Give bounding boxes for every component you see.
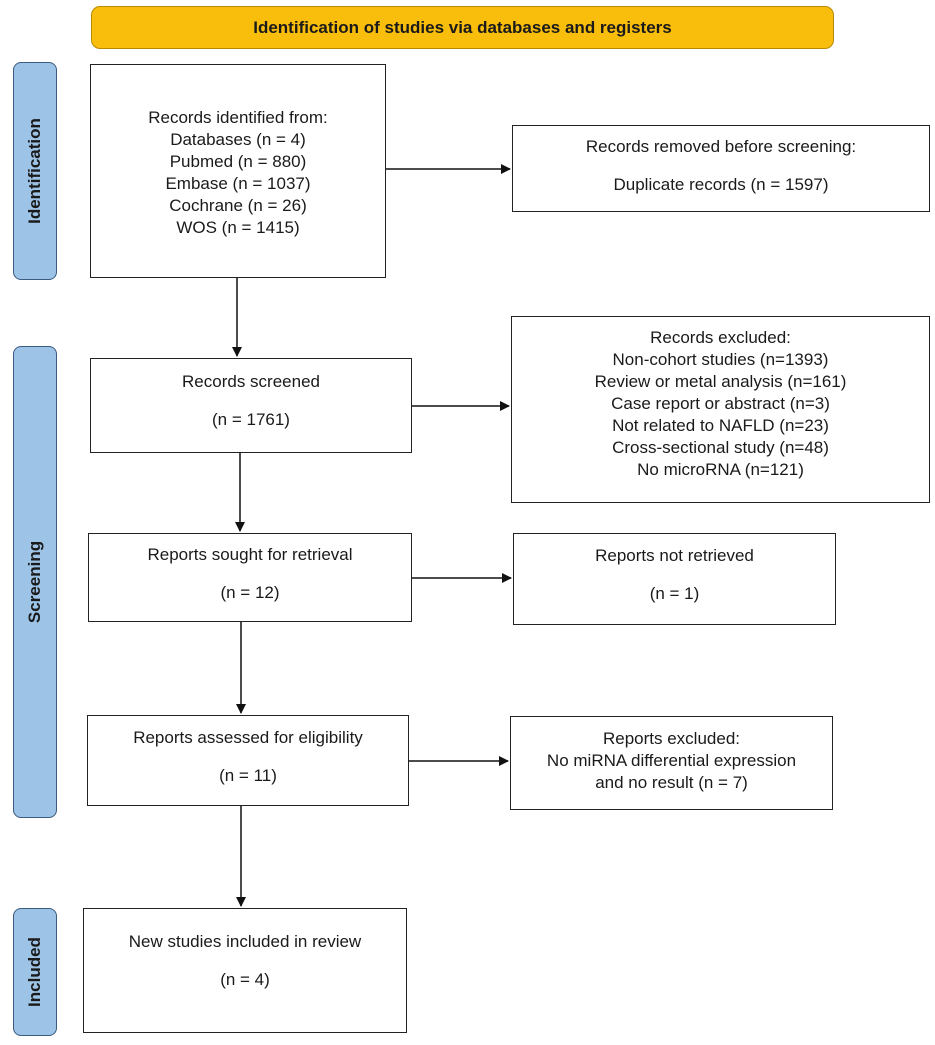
studies-included-count: (n = 4) xyxy=(220,970,270,989)
reports-assessed-count: (n = 11) xyxy=(219,766,277,785)
reports-assessed-title: Reports assessed for eligibility xyxy=(133,728,363,747)
reports-excluded-line: Reports excluded: xyxy=(602,729,741,748)
records-identified-line: Pubmed (n = 880) xyxy=(169,152,307,171)
records-excluded-line: Case report or abstract (n=3) xyxy=(611,394,830,413)
records-excluded-line: Non-cohort studies (n=1393) xyxy=(612,350,829,369)
records-screened-title: Records screened xyxy=(182,372,320,391)
phase-screening: Screening xyxy=(13,346,57,818)
records-screened-box: Records screened (n = 1761) xyxy=(90,358,412,453)
reports-excluded-line: and no result (n = 7) xyxy=(595,773,748,792)
records-excluded-line: Not related to NAFLD (n=23) xyxy=(612,416,829,435)
records-removed-box: Records removed before screening: Duplic… xyxy=(512,125,930,212)
studies-included-title: New studies included in review xyxy=(128,932,362,951)
reports-sought-title: Reports sought for retrieval xyxy=(147,545,353,564)
reports-not-retrieved-box: Reports not retrieved (n = 1) xyxy=(513,533,836,625)
records-excluded-line: Records excluded: xyxy=(650,328,791,347)
studies-included-box: New studies included in review (n = 4) xyxy=(83,908,407,1033)
records-excluded-box: Records excluded: Non-cohort studies (n=… xyxy=(511,316,930,503)
records-identified-line: Embase (n = 1037) xyxy=(165,174,311,193)
records-identified-line: Records identified from: xyxy=(148,108,328,127)
phase-identification: Identification xyxy=(13,62,57,280)
records-excluded-line: Cross-sectional study (n=48) xyxy=(612,438,829,457)
records-identified-box: Records identified from: Databases (n = … xyxy=(90,64,386,278)
reports-excluded-line: No miRNA differential expression xyxy=(546,751,797,770)
records-identified-line: Databases (n = 4) xyxy=(170,130,306,149)
records-removed-detail: Duplicate records (n = 1597) xyxy=(613,175,829,194)
records-excluded-line: No microRNA (n=121) xyxy=(637,460,804,479)
reports-not-retrieved-count: (n = 1) xyxy=(649,584,700,603)
reports-assessed-box: Reports assessed for eligibility (n = 11… xyxy=(87,715,409,806)
records-identified-line: WOS (n = 1415) xyxy=(176,218,300,237)
phase-included: Included xyxy=(13,908,57,1036)
reports-sought-box: Reports sought for retrieval (n = 12) xyxy=(88,533,412,622)
header-title: Identification of studies via databases … xyxy=(253,17,672,37)
records-screened-count: (n = 1761) xyxy=(212,410,290,429)
reports-sought-count: (n = 12) xyxy=(220,583,280,602)
header-banner: Identification of studies via databases … xyxy=(91,6,834,49)
records-excluded-line: Review or metal analysis (n=161) xyxy=(594,372,847,391)
reports-excluded-box: Reports excluded: No miRNA differential … xyxy=(510,716,833,810)
records-identified-line: Cochrane (n = 26) xyxy=(169,196,307,215)
reports-not-retrieved-title: Reports not retrieved xyxy=(595,546,754,565)
records-removed-title: Records removed before screening: xyxy=(585,137,857,156)
